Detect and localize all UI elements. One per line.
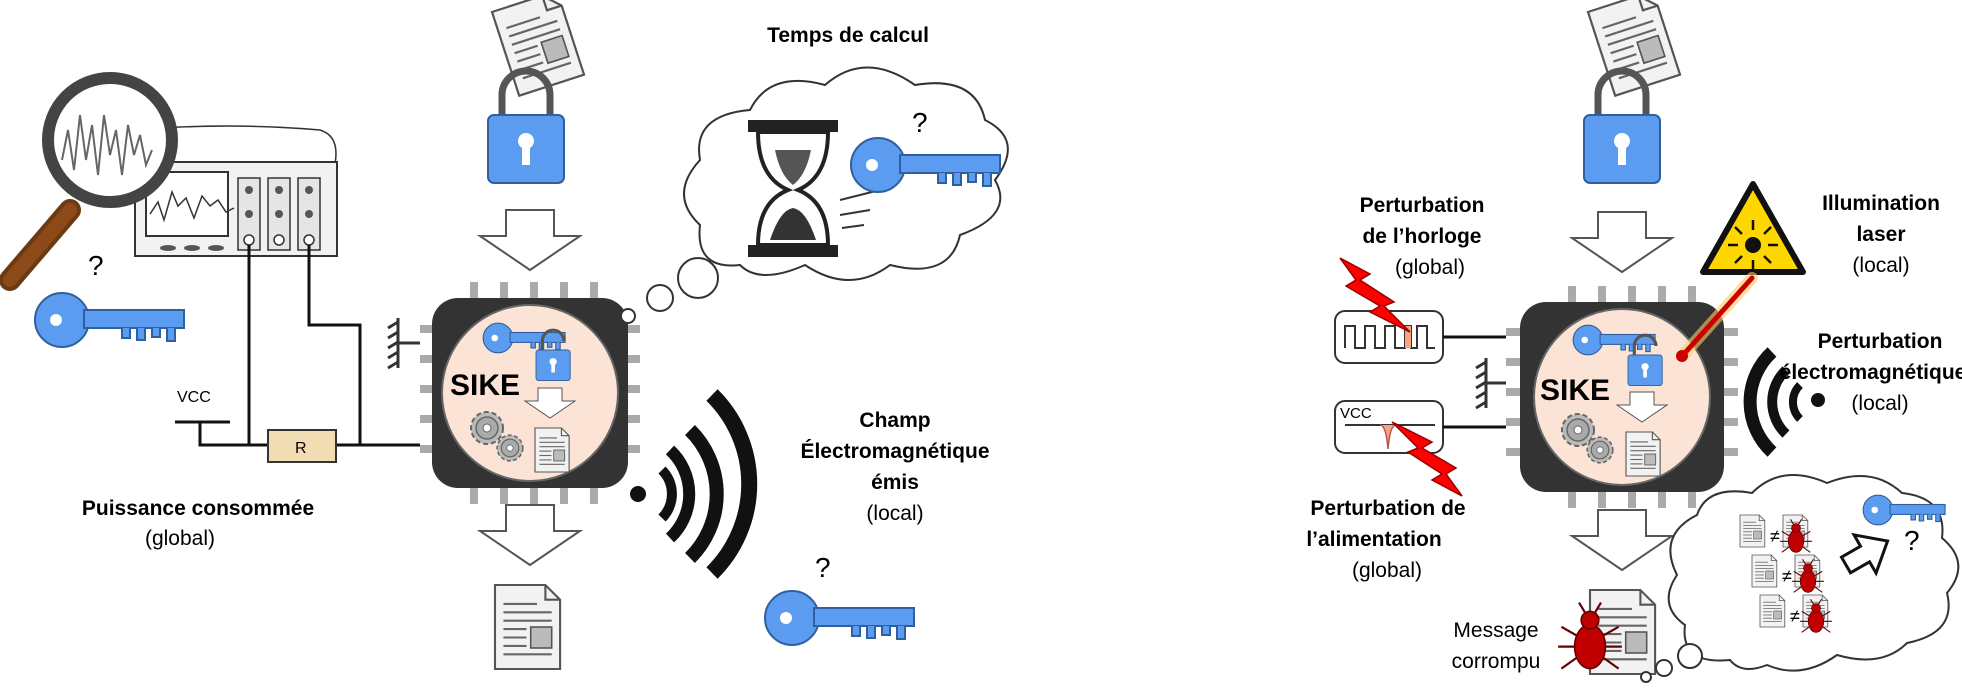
gear-icon	[496, 434, 524, 462]
supply-label-scope: (global)	[1352, 559, 1422, 582]
laser-beam	[1681, 275, 1755, 357]
question-mark: ?	[912, 107, 928, 138]
key-icon	[34, 292, 185, 348]
em-label-line2: Électromagnétique	[800, 440, 989, 463]
right-panel: SIKE Message corrompu Perturbation de l’…	[1306, 0, 1962, 683]
power-label-bold: Puissance consommée	[82, 497, 314, 520]
chip-right: SIKE	[1506, 286, 1738, 508]
supply-label-line1: Perturbation de	[1310, 497, 1465, 520]
padlock-open-icon	[1627, 333, 1663, 387]
question-mark: ?	[1904, 525, 1920, 556]
oscilloscope	[129, 125, 338, 257]
arrow-icon	[1571, 509, 1673, 571]
ground-symbol	[1475, 358, 1506, 410]
em-label-line1: Champ	[859, 409, 930, 432]
gear-icon	[470, 411, 504, 445]
left-panel: SIKE	[0, 0, 1009, 671]
time-label: Temps de calcul	[767, 24, 929, 47]
ground-symbol	[387, 318, 420, 370]
vcc-label: VCC	[1340, 405, 1372, 422]
padlock-open-icon	[535, 328, 571, 382]
arrow-icon	[479, 209, 581, 271]
power-label-scope: (global)	[145, 527, 215, 550]
clock-label-line1: Perturbation	[1360, 194, 1485, 217]
clock-label-scope: (global)	[1395, 256, 1465, 279]
document-icon	[1625, 431, 1661, 477]
chip-left: SIKE	[420, 282, 640, 504]
clock-label-line2: de l’horloge	[1362, 225, 1481, 248]
resistor-label: R	[295, 440, 307, 457]
laser-label-scope: (local)	[1852, 254, 1909, 277]
em-label-line2: électromagnétique	[1780, 361, 1962, 384]
arrow-icon	[479, 504, 581, 566]
not-equal-sign: ≠	[1790, 606, 1800, 626]
thought-cloud	[620, 66, 1009, 324]
hourglass-icon	[748, 120, 881, 257]
laser-warning-icon	[1700, 181, 1806, 275]
gear-icon	[1586, 436, 1614, 464]
not-equal-sign: ≠	[1782, 566, 1792, 586]
probe-wires	[175, 245, 420, 447]
em-label-scope: (local)	[866, 502, 923, 525]
resistor: R	[267, 429, 337, 463]
right-arrow-icon	[1839, 532, 1890, 577]
clock-signal-box	[1334, 310, 1506, 364]
not-equal-sign: ≠	[1770, 526, 1780, 546]
magnifying-glass-icon	[0, 72, 178, 291]
chip-label: SIKE	[1540, 374, 1610, 407]
laser-label-line2: laser	[1856, 223, 1905, 246]
question-mark: ?	[88, 250, 104, 281]
faulty-label-line1: Message	[1453, 619, 1538, 642]
fault-pair-row: ≠	[1759, 594, 1833, 633]
question-mark: ?	[815, 552, 831, 583]
fault-pair-row: ≠	[1751, 554, 1825, 593]
em-label-scope: (local)	[1851, 392, 1908, 415]
fault-pair-row: ≠	[1739, 514, 1813, 553]
arrow-icon	[1571, 211, 1673, 273]
laser-label-line1: Illumination	[1822, 192, 1940, 215]
faulty-label-line2: corrompu	[1452, 650, 1541, 673]
em-waves-icon	[1743, 347, 1825, 457]
em-label-line3: émis	[871, 471, 919, 494]
chip-label: SIKE	[450, 369, 520, 402]
gear-icon	[1561, 413, 1595, 447]
vcc-label: VCC	[177, 389, 211, 406]
document-icon	[534, 427, 570, 473]
ciphertext-document-icon	[493, 583, 562, 671]
em-label-line1: Perturbation	[1818, 330, 1943, 353]
supply-label-line2: l’alimentation	[1306, 528, 1441, 551]
em-waves-icon	[630, 389, 758, 579]
key-icon	[764, 590, 915, 646]
